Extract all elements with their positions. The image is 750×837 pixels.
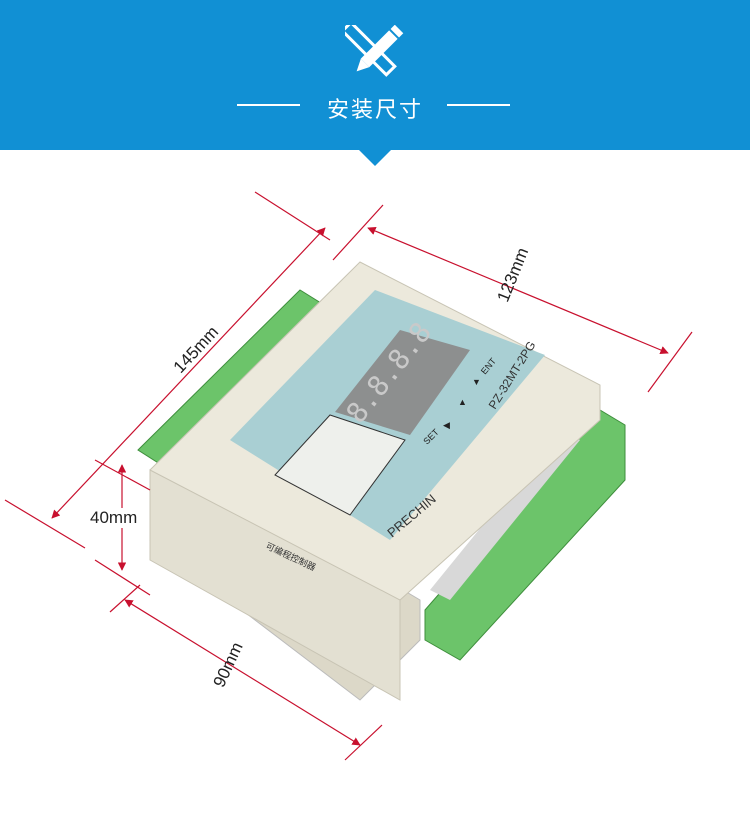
left-button[interactable]: ◀ (443, 420, 450, 430)
ruler-pencil-icon (345, 25, 404, 77)
dim-40-label: 40mm (90, 508, 138, 528)
dim-90-line (124, 599, 361, 746)
display-window (335, 330, 470, 435)
down-button[interactable]: ▼ (472, 377, 481, 387)
dim-145-line (51, 227, 326, 519)
title-rule-right (447, 104, 510, 106)
up-button[interactable]: ▲ (458, 397, 467, 407)
dimension-lines (4, 191, 693, 761)
banner-pointer (359, 150, 391, 166)
header-banner (0, 0, 750, 150)
title-rule-left (237, 104, 300, 106)
product-scene: 8.8.8.8 PRECHIN PZ-32MT-2PG SET ◀ ▲ ▼ EN… (4, 191, 693, 761)
dim-123-line (367, 227, 669, 354)
page-title: 安装尺寸 (326, 98, 423, 123)
io-label-strip (430, 430, 580, 600)
